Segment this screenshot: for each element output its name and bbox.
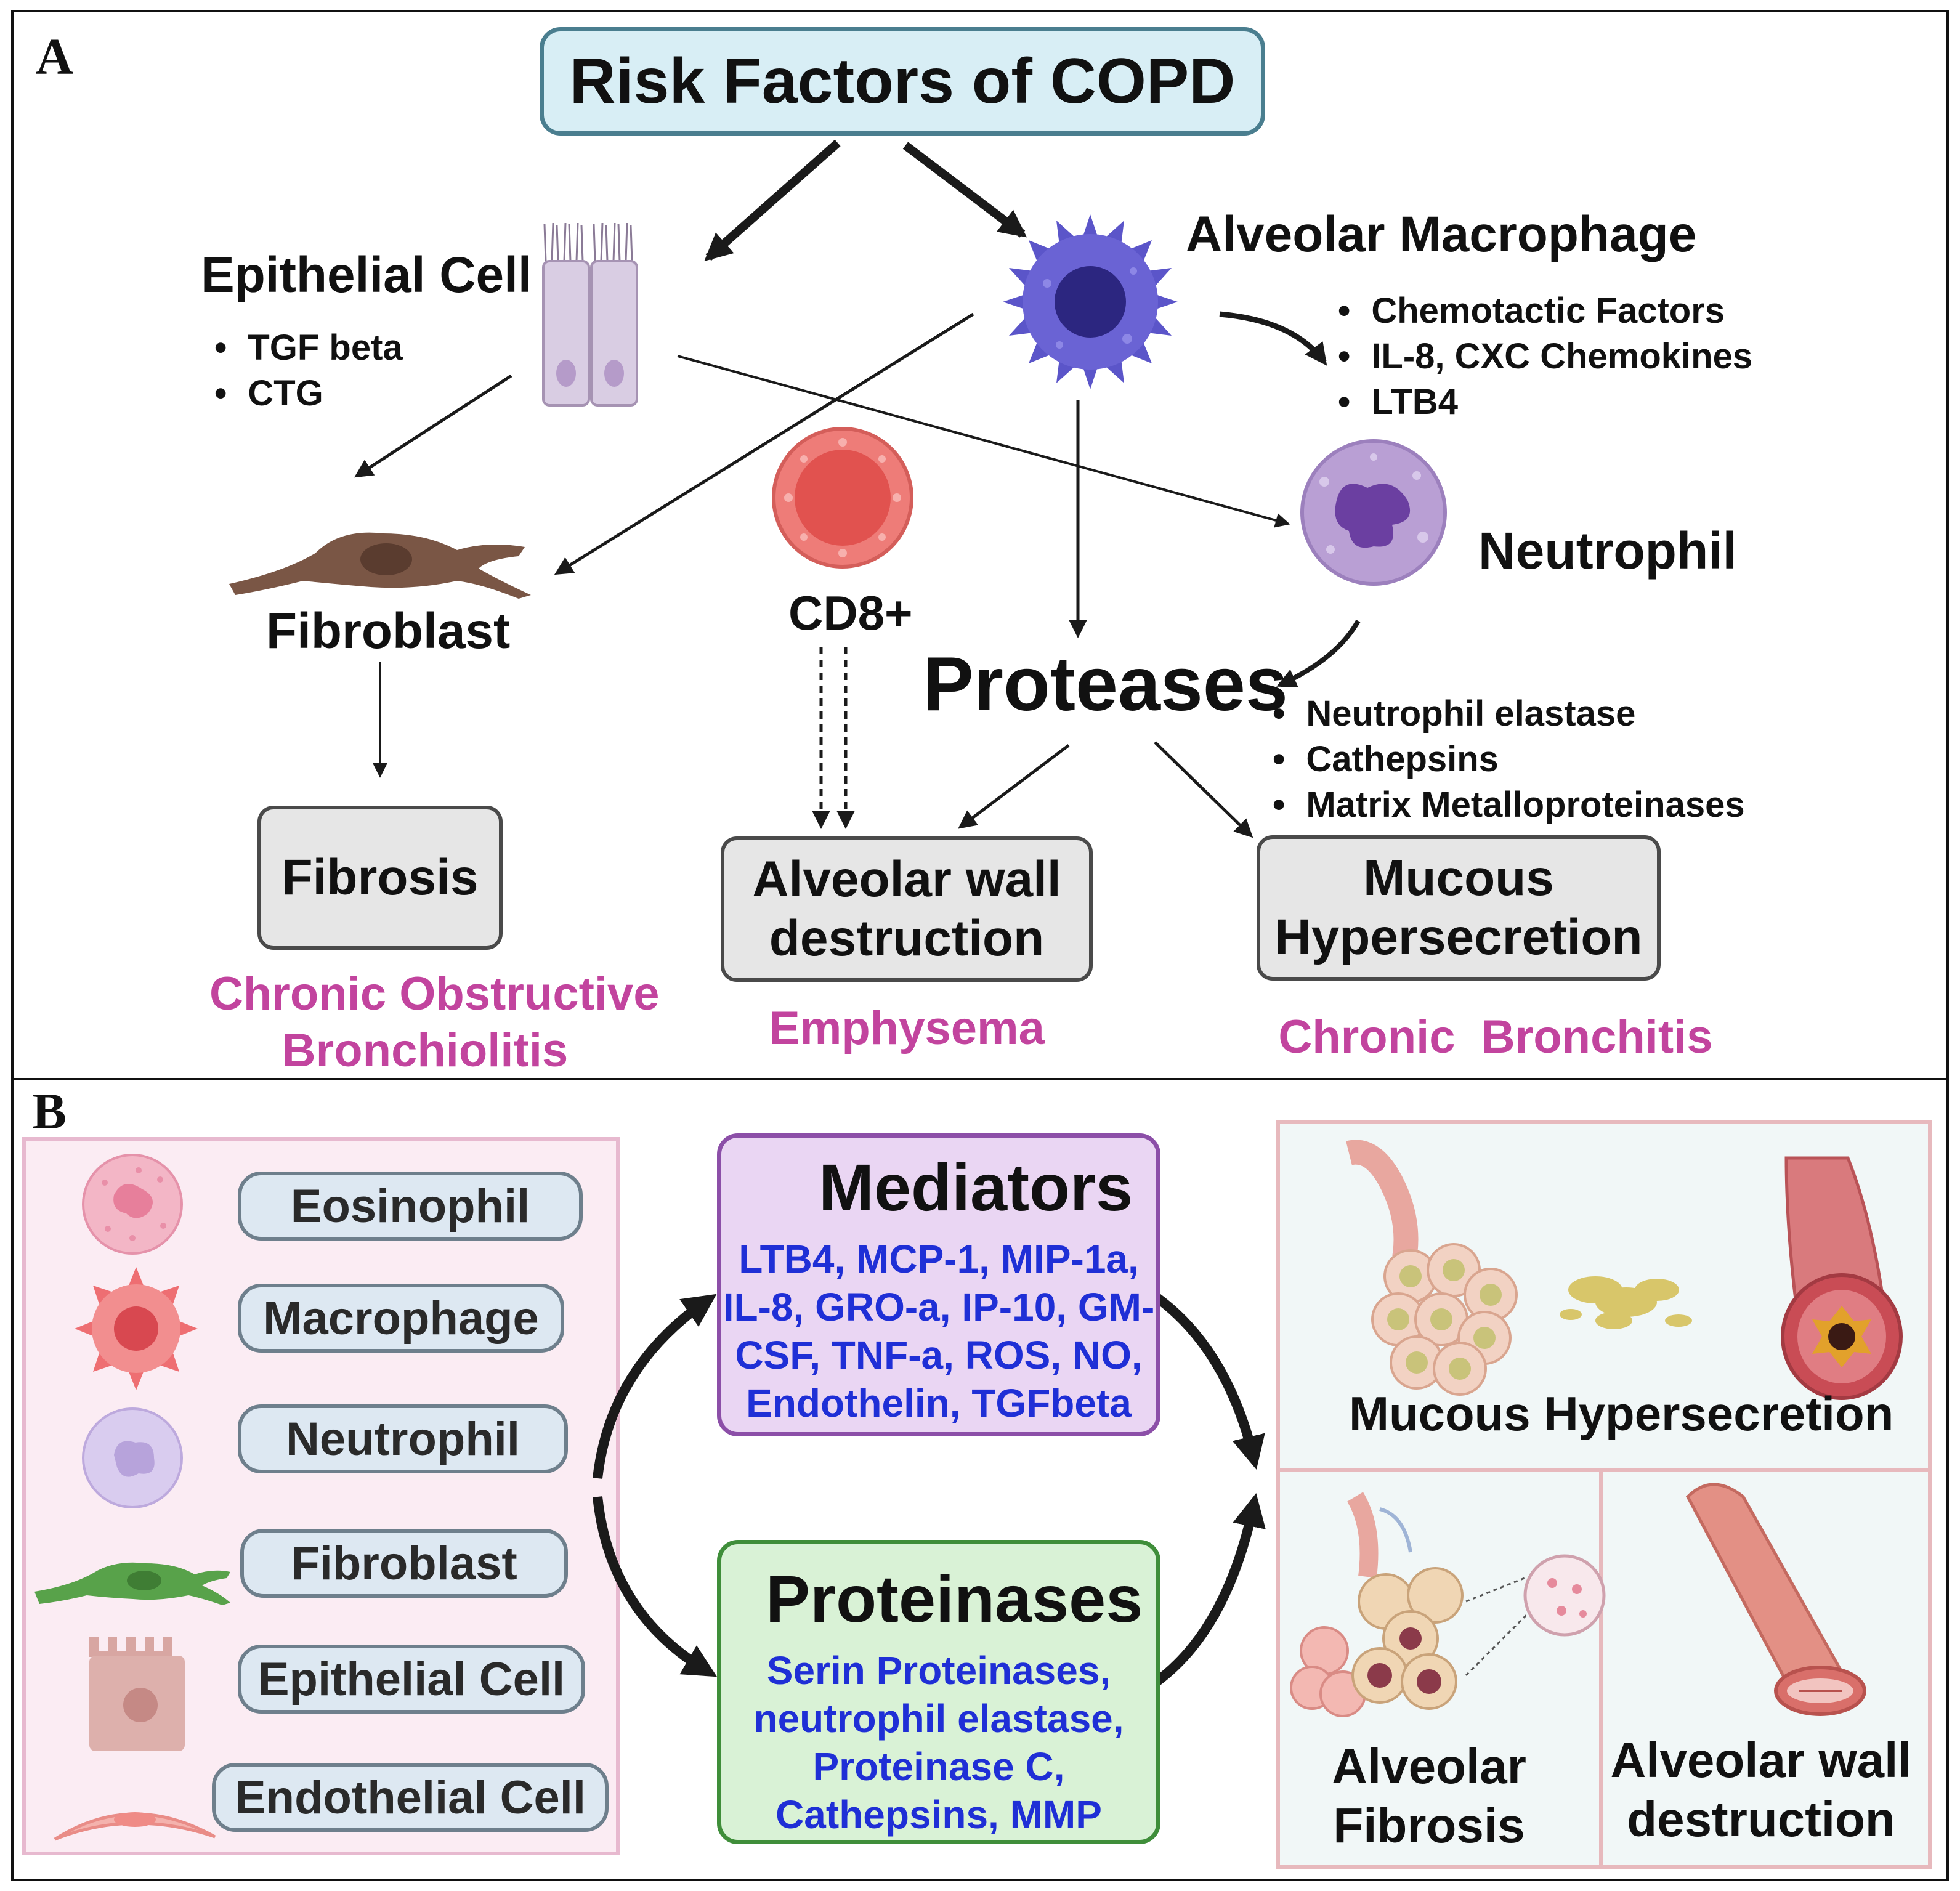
panel-b-label: B — [32, 1083, 67, 1140]
proteases-bullets: Neutrophil elastase Cathepsins Matrix Me… — [1273, 691, 1745, 828]
proteinases-box: Proteinases Serin Proteinases, neutrophi… — [717, 1540, 1160, 1844]
results-divider-h — [1276, 1468, 1932, 1472]
airway-cross-section-icon — [1781, 1156, 1903, 1400]
bullet-ctg: CTG — [214, 371, 403, 416]
cd8-label: CD8+ — [788, 586, 913, 640]
mediators-line4: Endothelin, TGFbeta — [746, 1381, 1132, 1425]
cell-macrophage-label: Macrophage — [263, 1292, 539, 1345]
result-wall-line1: Alveolar wall — [1610, 1733, 1912, 1788]
neutrophil-label: Neutrophil — [1478, 522, 1737, 580]
epithelial-cell-b-icon — [89, 1637, 185, 1751]
arrow-risk-to-macrophage — [902, 142, 1027, 238]
mediators-list: LTB4, MCP-1, MIP-1a, IL-8, GRO-a, IP-10,… — [721, 1235, 1156, 1427]
proteinases-line2: neutrophil elastase, — [753, 1696, 1124, 1741]
cell-endothelial-label: Endothelial Cell — [234, 1771, 586, 1824]
neutrophil-b-icon — [82, 1407, 183, 1508]
mediators-line2: IL-8, GRO-a, IP-10, GM- — [723, 1285, 1155, 1329]
mucous-box: Mucous Hypersecretion — [1257, 835, 1661, 981]
bullet-il8-cxc: IL-8, CXC Chemokines — [1338, 334, 1752, 379]
risk-factors-title-box: Risk Factors of COPD — [540, 27, 1265, 136]
macrophage-icon — [75, 1267, 198, 1390]
proteinases-line4: Cathepsins, MMP — [775, 1792, 1102, 1837]
epithelial-cell-label: Epithelial Cell — [201, 247, 532, 303]
cell-pill-endothelial: Endothelial Cell — [212, 1763, 609, 1832]
bronchiole-mucus-icon — [1346, 1140, 1518, 1396]
fibroblast-b-icon — [34, 1562, 230, 1605]
result-alveolar-fibrosis: Alveolar Fibrosis — [1324, 1737, 1534, 1855]
bullet-chemotactic-factors: Chemotactic Factors — [1338, 288, 1752, 334]
proteinases-line1: Serin Proteinases, — [766, 1648, 1111, 1693]
arrow-cells-to-mediators — [593, 1294, 717, 1479]
fibroblast-icon — [229, 532, 531, 599]
result-mucous-hypersecretion: Mucous Hypersecretion — [1349, 1387, 1894, 1441]
bullet-mmp: Matrix Metalloproteinases — [1273, 782, 1744, 828]
result-fibrosis-line2: Fibrosis — [1333, 1798, 1525, 1853]
disease-chronic-bronchitis: Chronic Bronchitis — [1278, 1011, 1713, 1063]
cell-eosinophil-label: Eosinophil — [290, 1180, 530, 1233]
endothelial-cell-icon — [54, 1812, 216, 1841]
bullet-tgf-beta: TGF beta — [214, 325, 402, 371]
alveolar-macrophage-bullets: Chemotactic Factors IL-8, CXC Chemokines… — [1338, 288, 1752, 425]
cell-pill-epithelial: Epithelial Cell — [238, 1645, 585, 1714]
arrow-risk-to-epithelial — [704, 139, 841, 261]
arrow-proteases-to-mucous — [1154, 741, 1253, 838]
bullet-neutrophil-elastase: Neutrophil elastase — [1273, 691, 1745, 737]
disease-emphysema: Emphysema — [769, 1002, 1045, 1055]
mucous-line2: Hypersecretion — [1274, 909, 1643, 965]
cell-pill-fibroblast: Fibroblast — [240, 1529, 568, 1598]
arrow-macrophage-to-fibroblast — [554, 312, 974, 575]
arrow-epithelial-to-neutrophil — [677, 355, 1290, 528]
proteinases-line3: Proteinase C, — [812, 1744, 1065, 1789]
proteases-label: Proteases — [923, 642, 1288, 727]
mediators-box: Mediators LTB4, MCP-1, MIP-1a, IL-8, GRO… — [717, 1133, 1160, 1436]
cell-pill-neutrophil: Neutrophil — [238, 1404, 568, 1473]
panel-a-label: A — [36, 28, 73, 86]
arrow-epithelial-to-fibroblast — [354, 374, 512, 478]
alveolar-wall-destruction-icon — [1685, 1483, 1866, 1716]
risk-factors-title: Risk Factors of COPD — [569, 45, 1236, 117]
result-fibrosis-line1: Alveolar — [1332, 1739, 1526, 1794]
alveolar-macrophage-label: Alveolar Macrophage — [1186, 206, 1697, 262]
cd8-cell-icon — [772, 427, 913, 569]
mediators-title: Mediators — [819, 1150, 1133, 1225]
epithelial-cell-icon — [542, 222, 638, 407]
mucus-particles-icon — [1560, 1276, 1692, 1329]
mediators-line1: LTB4, MCP-1, MIP-1a, — [739, 1237, 1139, 1281]
fibroblast-label: Fibroblast — [266, 603, 511, 659]
cell-pill-eosinophil: Eosinophil — [238, 1172, 583, 1241]
disease-cob-line2: Bronchiolitis — [281, 1024, 569, 1077]
cell-pill-macrophage: Macrophage — [238, 1284, 564, 1353]
arrow-neutrophil-to-proteases — [1276, 620, 1361, 687]
alveolar-wall-line1: Alveolar wall — [752, 851, 1061, 907]
eosinophil-icon — [82, 1154, 183, 1255]
result-wall-line2: destruction — [1627, 1792, 1895, 1847]
mediators-line3: CSF, TNF-a, ROS, NO, — [735, 1333, 1143, 1377]
results-divider-v — [1599, 1468, 1603, 1869]
cell-neutrophil-label: Neutrophil — [286, 1412, 520, 1465]
fibrosis-box: Fibrosis — [257, 806, 503, 950]
bullet-cathepsins: Cathepsins — [1273, 737, 1745, 782]
proteinases-title: Proteinases — [766, 1561, 1143, 1636]
alveolar-wall-box: Alveolar wall destruction — [721, 836, 1093, 982]
fibrosis-label: Fibrosis — [281, 849, 479, 905]
bullet-ltb4: LTB4 — [1338, 379, 1752, 425]
disease-cob: Chronic Obstructive Bronchiolitis — [209, 966, 660, 1079]
arrow-proteases-to-wall — [958, 744, 1070, 829]
alveolar-fibrosis-icon — [1290, 1492, 1606, 1717]
arrow-cells-to-proteinases — [593, 1496, 718, 1677]
neutrophil-icon — [1300, 439, 1447, 586]
alveolar-wall-line2: destruction — [769, 910, 1045, 966]
cell-epithelial-label: Epithelial Cell — [257, 1653, 565, 1706]
proteinases-list: Serin Proteinases, neutrophil elastase, … — [721, 1646, 1156, 1839]
arrow-macrophage-to-factors — [1219, 311, 1327, 366]
cell-fibroblast-label: Fibroblast — [291, 1537, 517, 1590]
epithelial-cell-bullets: TGF beta CTG — [214, 325, 403, 416]
disease-cob-line1: Chronic Obstructive — [209, 968, 660, 1020]
alveolar-macrophage-icon — [1003, 214, 1178, 389]
result-alveolar-wall: Alveolar wall destruction — [1610, 1731, 1912, 1849]
mucous-line1: Mucous — [1363, 850, 1554, 906]
